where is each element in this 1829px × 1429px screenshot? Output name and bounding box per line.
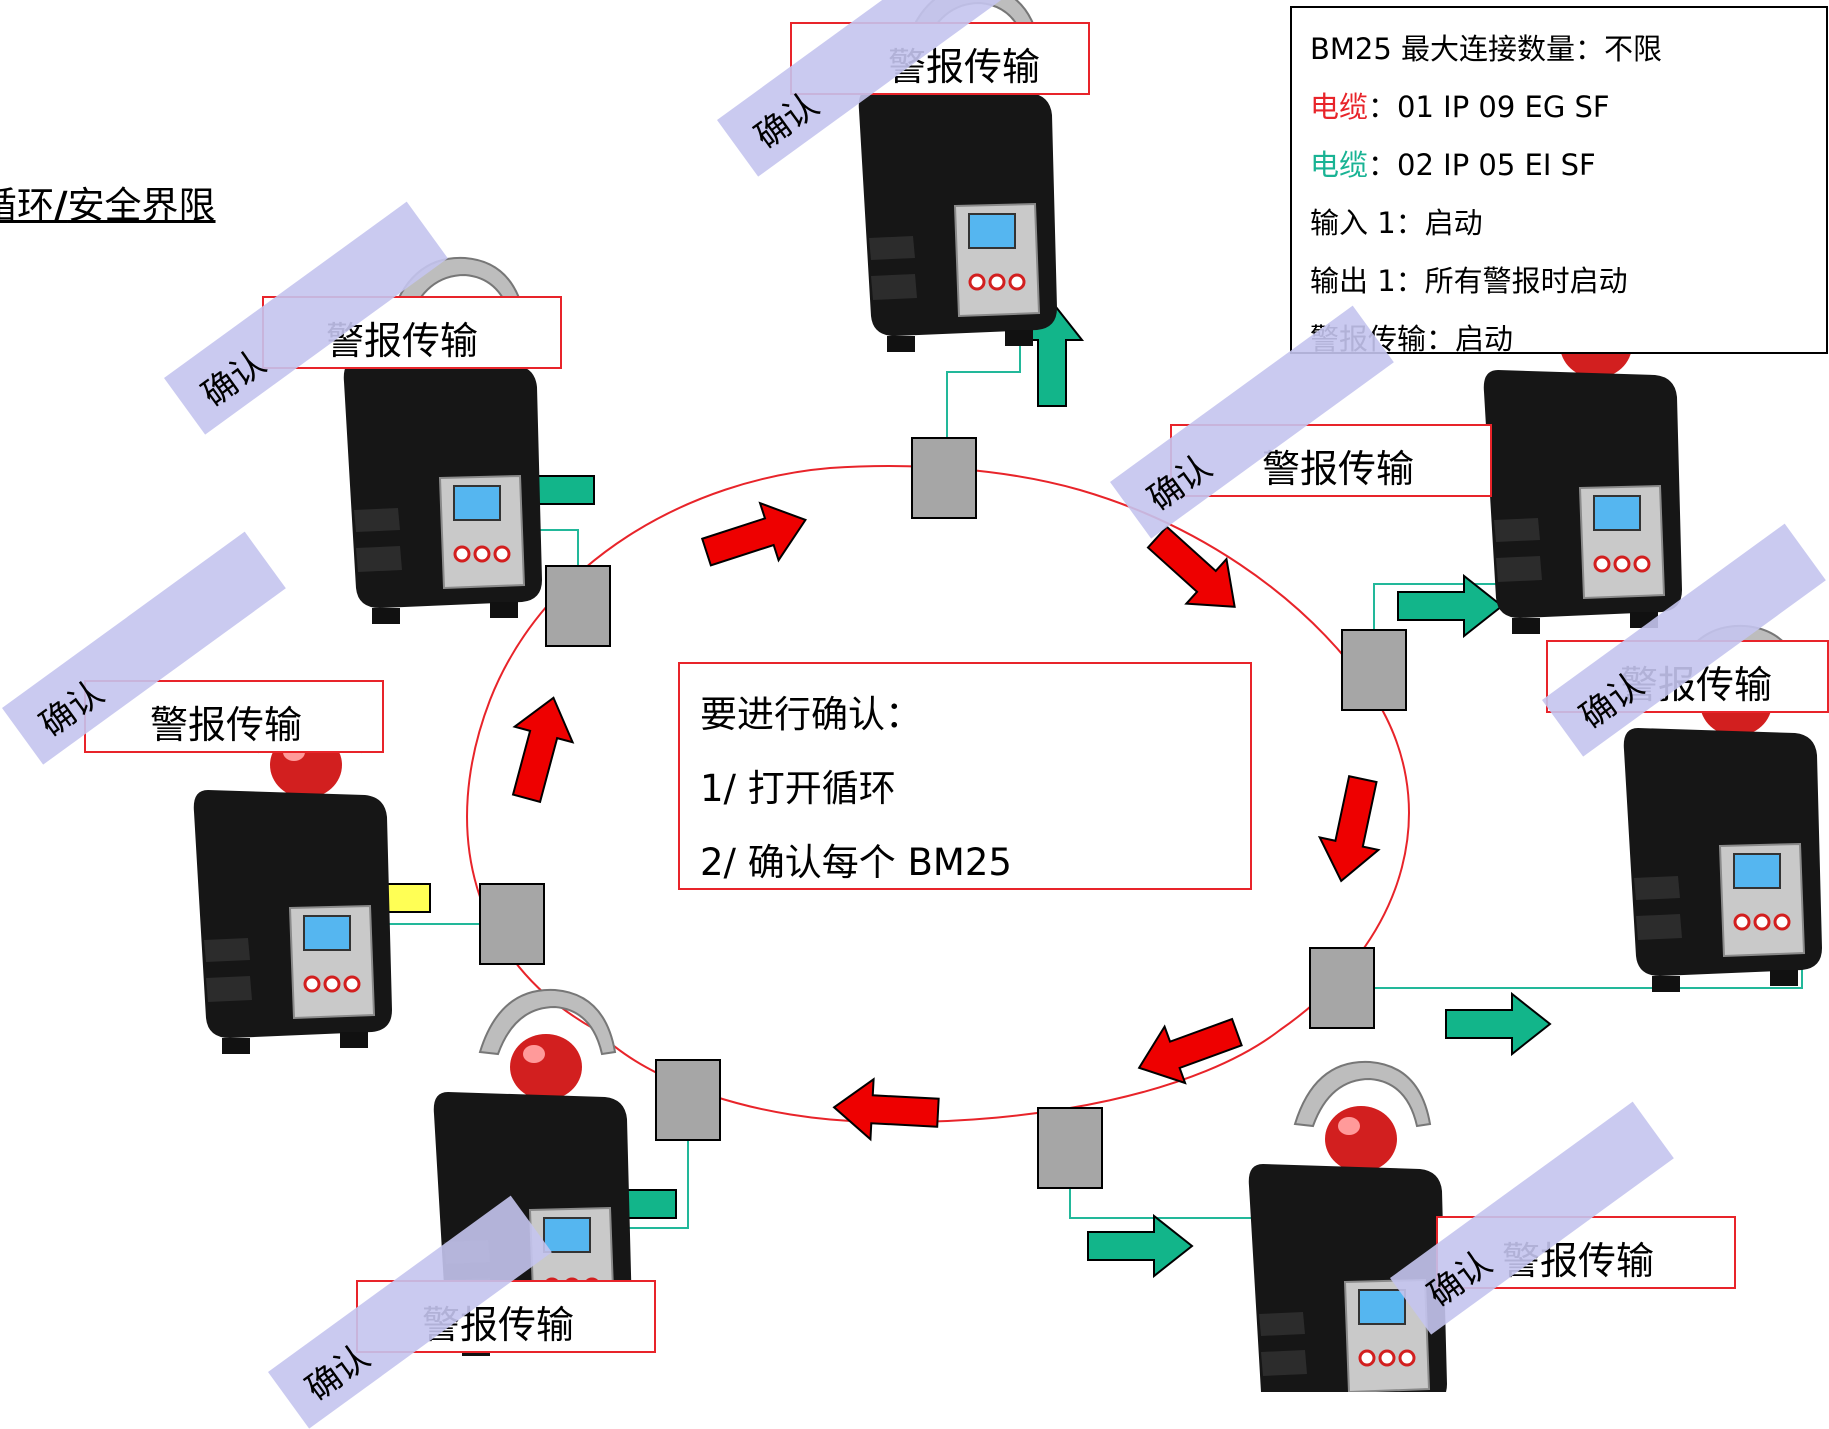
loop-module <box>1037 1107 1103 1189</box>
bm25-device-lower-right <box>1247 1060 1449 1392</box>
safety-loop-line <box>466 465 1410 1124</box>
loop-module <box>545 565 611 647</box>
loop-module <box>911 437 977 519</box>
loop-flow-arrow <box>831 1076 941 1144</box>
max-connections-text: BM25 最大连接数量：不限 <box>1310 32 1663 66</box>
loop-flow-arrow <box>496 689 584 807</box>
configuration-panel: BM25 最大连接数量：不限 电缆：01 IP 09 EG SF 电缆：02 I… <box>1290 6 1828 356</box>
loop-flow-arrow <box>696 490 816 582</box>
diagram-canvas <box>192 0 1824 1392</box>
instruction-step-2: 2/ 确认每个 BM25 <box>700 841 1012 884</box>
instruction-box: 要进行确认： 1/ 打开循环 2/ 确认每个 BM25 <box>678 662 1252 890</box>
alarm-output-arrow <box>1087 1215 1193 1277</box>
loop-module <box>1309 947 1375 1029</box>
page-title: 循环/安全界限 <box>0 184 216 227</box>
output-setting-text: 输出 1：所有警报时启动 <box>1310 264 1628 298</box>
input-setting-text: 输入 1：启动 <box>1310 206 1483 240</box>
cable-teal-text: 电缆：02 IP 05 EI SF <box>1310 148 1596 182</box>
loop-module <box>1341 629 1407 711</box>
loop-flow-arrow <box>1127 1003 1249 1097</box>
alarm-transfer-label-left: 警报传输 <box>84 680 384 753</box>
instruction-step-1: 1/ 打开循环 <box>700 767 896 810</box>
loop-module <box>655 1059 721 1141</box>
instruction-heading: 要进行确认： <box>700 693 922 736</box>
loop-module <box>479 883 545 965</box>
cable-red-text: 电缆：01 IP 09 EG SF <box>1310 90 1610 124</box>
loop-flow-arrow <box>1310 771 1394 889</box>
alarm-output-arrow <box>1445 993 1551 1055</box>
